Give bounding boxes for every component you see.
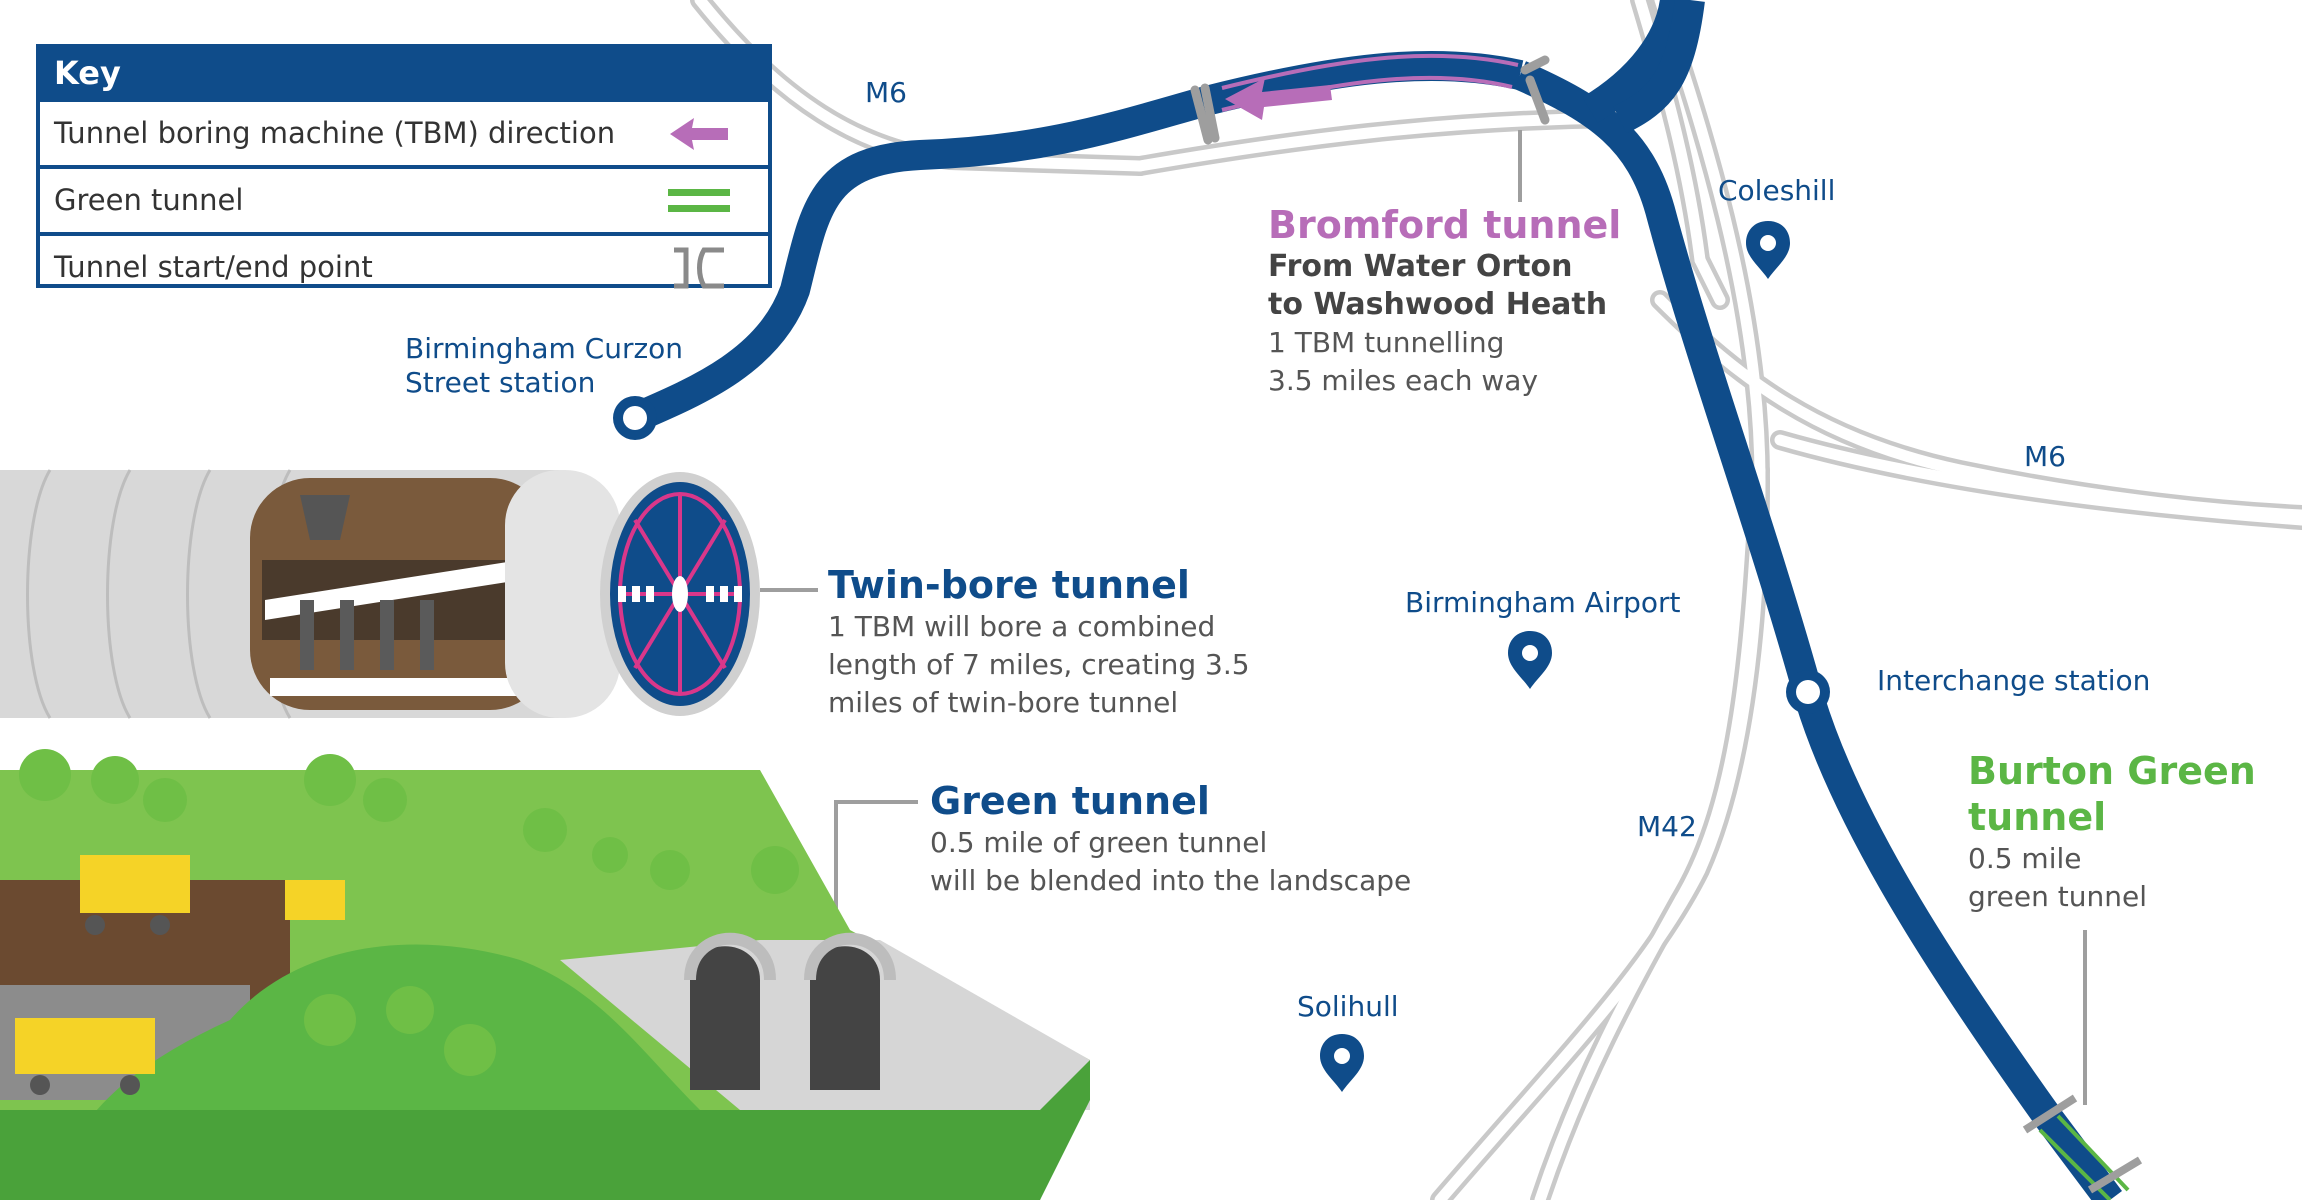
green-tunnel-desc-2: will be blended into the landscape	[930, 864, 1412, 897]
portal-bromford-west-2	[1200, 83, 1220, 143]
key-label-green-tunnel: Green tunnel	[54, 183, 244, 217]
tbm-cutaway-illustration	[0, 469, 760, 719]
curzon-line-1: Birmingham Curzon	[405, 332, 684, 365]
green-tunnel-illustration	[0, 749, 1090, 1200]
callout-bromford: Bromford tunnel From Water Orton to Wash…	[1268, 202, 1621, 400]
twin-bore-title: Twin-bore tunnel	[828, 563, 1190, 607]
burton-green-section	[2022, 1094, 2143, 1200]
tunnel-bracket-icon	[674, 247, 724, 289]
route-north-branch	[1582, 0, 1690, 123]
tunnel-portal-right	[810, 946, 880, 1090]
key-row-green-tunnel: Green tunnel	[40, 165, 768, 232]
curzon-line-2: Street station	[405, 366, 596, 399]
key-label-tunnel-start-end: Tunnel start/end point	[54, 250, 373, 284]
stations	[613, 396, 1830, 714]
label-birmingham-curzon-street: Birmingham Curzon Street station	[405, 332, 683, 400]
label-solihull: Solihull	[1297, 990, 1399, 1023]
tbm-arrow-icon	[670, 118, 728, 150]
key-label-tbm-direction: Tunnel boring machine (TBM) direction	[54, 116, 616, 150]
callout-green-tunnel: Green tunnel 0.5 mile of green tunnel wi…	[930, 778, 1411, 900]
key-header: Key	[40, 48, 768, 98]
dump-truck-icon	[80, 855, 190, 913]
callout-twin-bore: Twin-bore tunnel 1 TBM will bore a combi…	[828, 562, 1250, 722]
route-north-branch-2	[1613, 0, 1705, 134]
bromford-subtitle-1: From Water Orton	[1268, 249, 1573, 284]
road-label-m6-west: M6	[865, 76, 907, 109]
pin-birmingham-airport-icon	[1508, 631, 1552, 689]
key-row-tbm-direction: Tunnel boring machine (TBM) direction	[40, 98, 768, 165]
bromford-desc-1: 1 TBM tunnelling	[1268, 326, 1505, 359]
twin-bore-desc-1: 1 TBM will bore a combined	[828, 610, 1216, 643]
green-tunnel-title: Green tunnel	[930, 779, 1210, 823]
burton-green-title-2: tunnel	[1968, 795, 2107, 839]
map-key: Key Tunnel boring machine (TBM) directio…	[36, 44, 772, 289]
bromford-subtitle-2: to Washwood Heath	[1268, 287, 1608, 322]
burton-green-desc-1: 0.5 mile	[1968, 842, 2082, 875]
key-row-tunnel-start-end: Tunnel start/end point	[40, 232, 768, 299]
tbm-direction-arrow	[1225, 78, 1332, 120]
green-tunnel-icon	[668, 189, 730, 212]
loader-icon	[285, 880, 345, 920]
trees	[19, 749, 799, 1076]
burton-green-desc-2: green tunnel	[1968, 880, 2147, 913]
label-interchange-station: Interchange station	[1877, 664, 2151, 697]
road-label-m42: M42	[1637, 810, 1697, 843]
callout-lines	[760, 130, 2087, 1105]
route-curzon-to-bromford	[629, 85, 1215, 432]
place-pins	[1320, 221, 1790, 1092]
label-birmingham-airport: Birmingham Airport	[1405, 586, 1681, 619]
pin-solihull-icon	[1320, 1034, 1364, 1092]
pin-coleshill-icon	[1746, 221, 1790, 279]
bromford-desc-2: 3.5 miles each way	[1268, 364, 1539, 397]
motorway-lines	[690, 0, 2302, 1200]
callout-burton-green: Burton Green tunnel 0.5 mile green tunne…	[1968, 748, 2256, 916]
label-coleshill: Coleshill	[1718, 174, 1836, 207]
tunnel-portals	[1190, 55, 1550, 145]
hs2-route	[629, 0, 2122, 1200]
portal-bromford-east	[1525, 75, 1550, 125]
portal-burton-south	[2087, 1156, 2143, 1194]
bromford-title: Bromford tunnel	[1268, 203, 1622, 247]
portal-burton-north	[2022, 1094, 2078, 1134]
green-tunnel-desc-1: 0.5 mile of green tunnel	[930, 826, 1268, 859]
twin-bore-desc-3: miles of twin-bore tunnel	[828, 686, 1179, 719]
portal-bromford-west	[1190, 85, 1213, 145]
leader-green-tunnel	[834, 800, 918, 925]
mixer-truck-icon	[15, 1018, 155, 1074]
tunnel-portal-left	[690, 946, 760, 1090]
portal-bromford-east-2	[1520, 55, 1550, 75]
twin-bore-desc-2: length of 7 miles, creating 3.5	[828, 648, 1250, 681]
road-label-m6-east: M6	[2024, 440, 2066, 473]
route-main-south	[1513, 61, 2122, 1200]
burton-green-title-1: Burton Green	[1968, 749, 2256, 793]
